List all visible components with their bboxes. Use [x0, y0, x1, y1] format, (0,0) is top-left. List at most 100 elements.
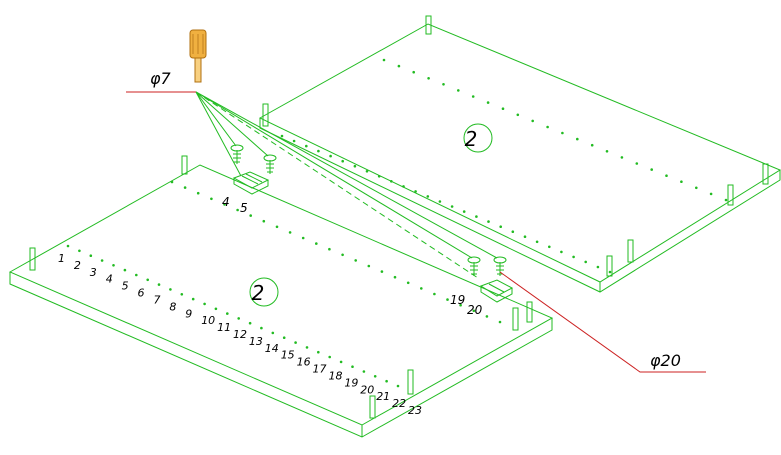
hole-number-label: 20: [360, 383, 374, 396]
hole-number-label: 19: [344, 376, 358, 389]
hole-row: [66, 58, 728, 388]
hole-dot: [112, 264, 115, 267]
back-panel: [258, 23, 781, 293]
hole-dot: [362, 370, 366, 373]
hole-dot: [397, 64, 401, 68]
hole-number-label: 10: [201, 314, 215, 327]
hole-dot: [282, 336, 286, 340]
hole-dot: [499, 225, 503, 228]
hole-dot: [420, 287, 423, 290]
clip-label-left-b: 5: [240, 201, 248, 215]
hole-dot: [414, 190, 417, 193]
panel-marker-circle: [463, 123, 493, 153]
hole-dot: [450, 205, 454, 208]
hole-number-label: 9: [185, 307, 192, 320]
hole-dot: [406, 281, 410, 285]
hole-number-label: 13: [249, 335, 263, 348]
panel-marker-circle: [249, 277, 279, 307]
hole-dot: [608, 270, 612, 274]
hole-dot: [262, 219, 266, 223]
hole-dot: [572, 255, 575, 259]
hole-dot: [650, 168, 653, 171]
hole-dot: [301, 236, 305, 240]
hole-dot: [412, 70, 416, 74]
hole-dot: [487, 220, 490, 223]
hole-dot: [157, 283, 161, 286]
screwdriver-icon: [189, 29, 207, 83]
hole-dot: [485, 315, 489, 318]
hole-dot: [680, 180, 683, 183]
hole-dot: [271, 331, 275, 335]
hole-dot: [294, 341, 297, 344]
hole-dot: [78, 249, 81, 253]
hole-dot: [236, 208, 239, 212]
hole-dot: [548, 245, 551, 249]
hole-dot: [380, 270, 384, 273]
hole-dot: [390, 180, 393, 183]
hole-dot: [475, 215, 478, 218]
hole-dot: [472, 309, 476, 313]
hole-dot: [523, 235, 527, 238]
hole-dot: [546, 125, 549, 129]
hole-number-label: 21: [376, 390, 390, 403]
hole-dot: [402, 185, 405, 188]
hole-dot: [100, 259, 104, 262]
hole-number-label: 3: [90, 266, 97, 279]
hole-dot: [459, 303, 462, 307]
hole-dot: [196, 191, 200, 195]
hole-dot: [180, 293, 184, 296]
hole-dot: [89, 254, 93, 257]
hole-dot: [341, 253, 344, 257]
hole-dot: [260, 326, 263, 330]
front-panel: [8, 164, 554, 438]
hole-number-label: 12: [233, 328, 247, 341]
clip-label-left-a: 4: [222, 195, 230, 209]
panel-marker-front: 2: [252, 281, 265, 305]
hole-dot: [427, 77, 430, 80]
hole-number-label: 14: [265, 342, 279, 355]
hole-dot: [457, 89, 460, 92]
clip-label-right-a: 19: [450, 293, 465, 307]
callout-phi20: φ20: [650, 351, 681, 370]
hole-dot: [328, 355, 332, 359]
hole-number-label: 6: [138, 287, 145, 300]
hole-dot: [328, 247, 331, 251]
hole-dot: [605, 150, 609, 153]
hole-number-label: 15: [281, 349, 295, 362]
hole-dot: [305, 144, 308, 148]
leader-lines: [195, 91, 498, 279]
hole-number-label: 7: [154, 294, 161, 307]
hole-dot: [396, 384, 400, 388]
hole-dot: [210, 197, 213, 201]
hole-dot: [135, 273, 138, 277]
hole-dot: [590, 143, 594, 147]
hole-dot: [620, 156, 624, 159]
hole-dot: [576, 137, 579, 141]
hole-dot: [288, 231, 292, 234]
callout-phi7: φ7: [150, 69, 172, 88]
hole-dot: [365, 170, 369, 173]
hole-dot: [169, 288, 172, 291]
hole-number-label: 23: [408, 404, 422, 417]
clip-label-right-b: 20: [467, 303, 483, 317]
hole-dot: [66, 244, 70, 248]
hole-dot: [584, 260, 587, 264]
hole-dot: [329, 154, 332, 158]
hole-dot: [382, 58, 386, 62]
hole-dot: [354, 259, 358, 262]
hole-dot: [351, 365, 354, 369]
hole-number-label: 18: [329, 370, 343, 383]
hole-dot: [367, 264, 371, 268]
hole-dot: [442, 83, 445, 86]
hole-dot: [596, 265, 600, 269]
hole-number-label: 5: [122, 280, 129, 293]
hole-dot: [709, 192, 713, 196]
hole-dot: [292, 139, 296, 143]
hole-dot: [560, 250, 563, 254]
hole-dot: [341, 159, 345, 163]
hole-dot: [511, 230, 515, 233]
hole-dot: [462, 210, 466, 213]
hole-dot: [561, 131, 564, 135]
